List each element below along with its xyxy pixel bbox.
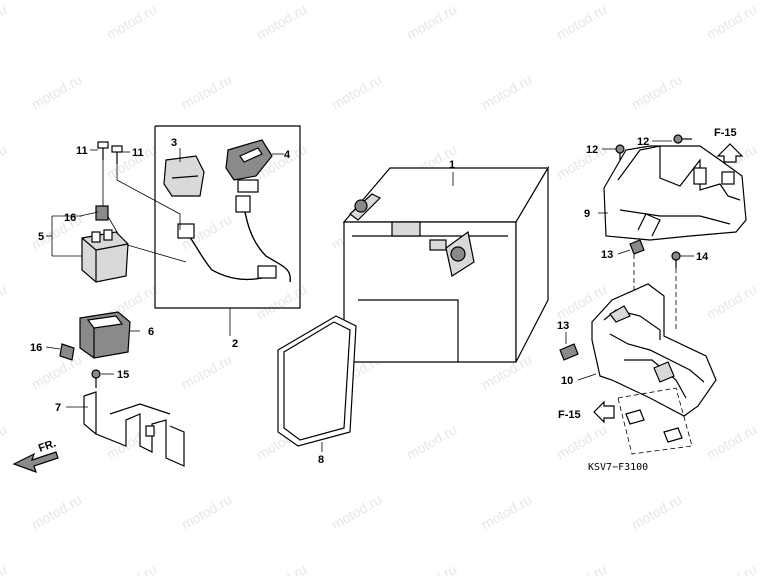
label-part-2: 2: [232, 338, 238, 350]
watermark-text: motod.ru: [629, 71, 685, 112]
watermark-text: motod.ru: [0, 1, 9, 42]
spare-fuse: [59, 343, 75, 361]
watermark-text: motod.ru: [0, 561, 9, 576]
watermark-text: motod.ru: [29, 351, 85, 392]
watermark-text: motod.ru: [0, 141, 9, 182]
watermark-text: motod.ru: [29, 491, 85, 532]
front-direction-label: FR.: [37, 437, 58, 454]
ref-label-bottom: F-15: [558, 409, 581, 421]
watermark-text: motod.ru: [404, 1, 460, 42]
watermark-text: motod.ru: [479, 71, 535, 112]
bolts-12: [615, 134, 692, 160]
watermark-text: motod.ru: [179, 71, 235, 112]
label-part-11b: 11: [132, 147, 144, 159]
label-part-3: 3: [171, 137, 177, 149]
label-part-13b: 13: [557, 320, 569, 332]
label-part-8: 8: [318, 454, 324, 466]
battery-tray-cover: [603, 145, 747, 241]
label-part-6: 6: [148, 326, 154, 338]
label-part-7: 7: [55, 402, 61, 414]
label-part-9: 9: [584, 208, 590, 220]
bolt-15: [91, 369, 101, 388]
front-direction-arrow: [12, 451, 59, 473]
watermark-text: motod.ru: [29, 71, 85, 112]
label-part-4: 4: [284, 149, 291, 161]
watermark-text: motod.ru: [629, 491, 685, 532]
bolt-14: [671, 251, 681, 268]
watermark-text: motod.ru: [254, 281, 310, 322]
label-part-10: 10: [561, 375, 573, 387]
watermark-text: motod.ru: [104, 561, 160, 576]
clip-13-lower: [559, 343, 579, 361]
watermark-text: motod.ru: [554, 421, 610, 462]
label-part-12a: 12: [586, 144, 598, 156]
cable-group: [154, 125, 301, 336]
watermark-text: motod.ru: [254, 1, 310, 42]
watermark-text: motod.ru: [179, 491, 235, 532]
watermark-text: motod.ru: [554, 1, 610, 42]
watermark-text: motod.ru: [704, 561, 760, 576]
ref-arrow-up: [716, 143, 744, 163]
diagram-code: KSV7−F3100: [588, 462, 648, 473]
watermark-text: motod.ru: [704, 421, 760, 462]
label-part-5: 5: [38, 231, 44, 243]
label-part-12b: 12: [637, 136, 649, 148]
mount-detail-box: [617, 387, 693, 455]
watermark-text: motod.ru: [704, 1, 760, 42]
relay-bracket: [83, 391, 185, 467]
watermark-text: motod.ru: [704, 281, 760, 322]
ref-arrow-left: [593, 400, 615, 424]
watermark-text: motod.ru: [179, 351, 235, 392]
watermark-text: motod.ru: [254, 561, 310, 576]
battery-case: [591, 283, 717, 417]
watermark-text: motod.ru: [554, 141, 610, 182]
label-part-15: 15: [117, 369, 129, 381]
watermark-text: motod.ru: [104, 1, 160, 42]
label-part-11a: 11: [76, 145, 88, 157]
relay-cover: [79, 311, 131, 359]
battery: [342, 165, 550, 363]
watermark-text: motod.ru: [479, 491, 535, 532]
label-part-14: 14: [696, 251, 709, 263]
starter-relay: [81, 205, 129, 283]
watermark-text: motod.ru: [0, 421, 9, 462]
watermark-text: motod.ru: [554, 561, 610, 576]
label-part-13a: 13: [601, 249, 613, 261]
clip-13-upper: [629, 239, 645, 255]
watermark-text: motod.ru: [404, 561, 460, 576]
watermark-text: motod.ru: [329, 71, 385, 112]
label-part-16b: 16: [30, 342, 42, 354]
ref-label-top: F-15: [714, 127, 737, 139]
watermark-text: motod.ru: [0, 281, 9, 322]
label-part-16a: 16: [64, 212, 76, 224]
label-part-1: 1: [449, 159, 455, 171]
watermark-text: motod.ru: [404, 421, 460, 462]
battery-band: [277, 315, 357, 447]
watermark-text: motod.ru: [329, 491, 385, 532]
